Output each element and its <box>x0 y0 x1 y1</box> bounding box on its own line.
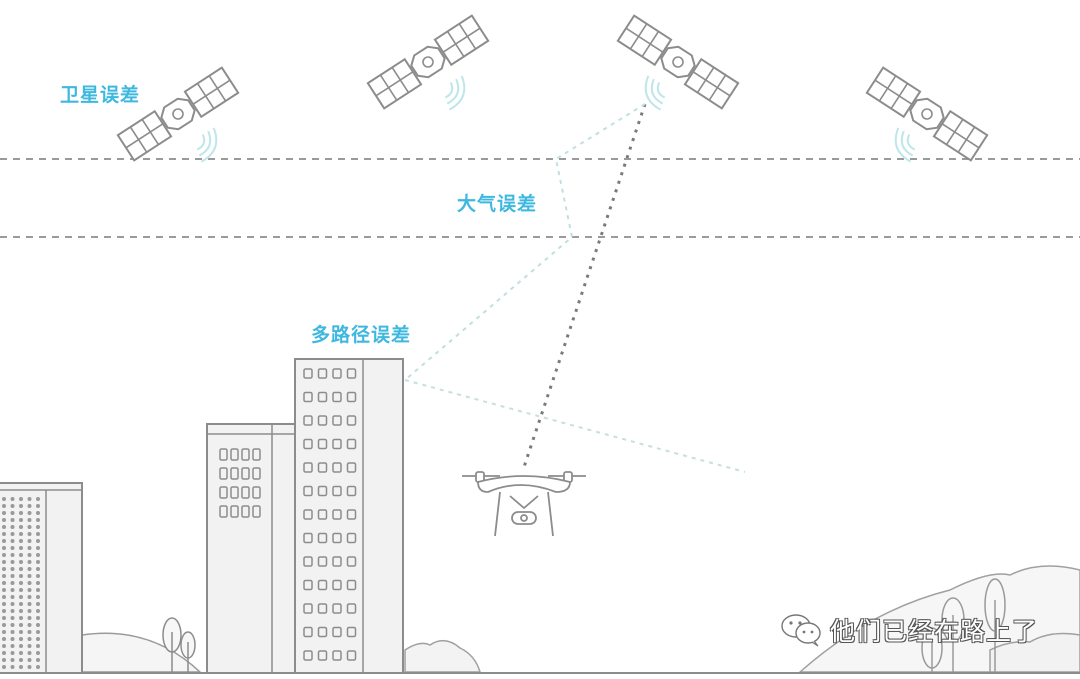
refracted-signal-path <box>404 103 646 381</box>
direct-signal-path <box>521 103 647 471</box>
bush <box>404 639 482 673</box>
building-icon <box>294 358 404 674</box>
satellite-error-label: 卫星误差 <box>60 84 141 106</box>
signal-waves-icon <box>440 72 471 114</box>
tree-icon <box>921 578 1006 672</box>
watermark-text: 他们已经在路上了 <box>830 617 1039 646</box>
atmospheric-error-label: 大气误差 <box>457 193 538 215</box>
wechat-icon <box>781 614 821 647</box>
tree-icon <box>162 617 196 672</box>
reflected-signal-path <box>404 379 746 473</box>
hill <box>81 632 202 673</box>
satellite-icon <box>366 14 490 110</box>
drone-icon <box>462 471 586 537</box>
multipath-error-label: 多路径误差 <box>311 324 412 346</box>
building-icon <box>206 423 296 674</box>
building-icon <box>0 482 83 674</box>
watermark: 他们已经在路上了 <box>780 612 1038 648</box>
satellite-icon <box>616 14 740 110</box>
satellite-icon <box>865 66 989 162</box>
